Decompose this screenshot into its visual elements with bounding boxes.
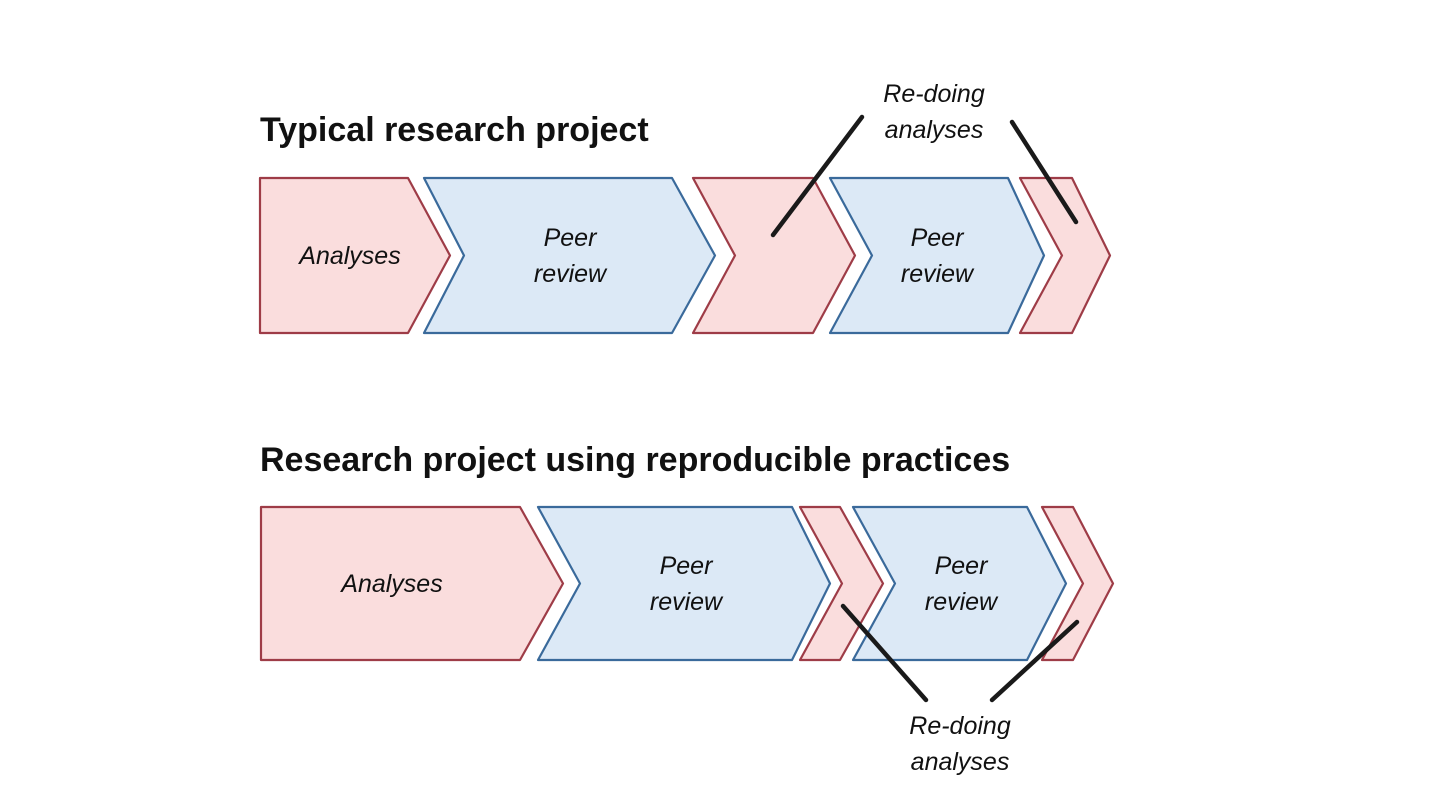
top-peer-review-1-chevron [422, 176, 717, 335]
top-peer-review-1-label: Peer review [534, 220, 606, 292]
bottom-peer-review-1-chevron [536, 505, 832, 662]
top-peer-review-2-chevron [828, 176, 1046, 335]
top-section-title: Typical research project [260, 111, 649, 149]
bottom-redo-analyses-1-chevron [798, 505, 885, 662]
bottom-annotation-line-left [840, 603, 929, 703]
bottom-redo-analyses-2-chevron [1040, 505, 1115, 662]
bottom-annotation-label: Re-doing analyses [909, 708, 1010, 780]
bottom-peer-review-2-chevron [851, 505, 1068, 662]
bottom-analyses-chevron [259, 505, 565, 662]
bottom-peer-review-1-label: Peer review [650, 548, 722, 620]
bottom-peer-review-1-label-line1: Peer [659, 552, 713, 580]
top-annotation-label: Re-doing analyses [883, 76, 984, 148]
bottom-analyses-label: Analyses [341, 570, 443, 598]
bottom-peer-review-2-label-line1: Peer [934, 552, 988, 580]
bottom-annotation-line-right [989, 619, 1080, 703]
top-peer-review-1-label-line1: Peer [543, 224, 597, 252]
top-peer-review-2-label-line1: Peer [910, 224, 964, 252]
top-analyses-chevron [258, 176, 452, 335]
top-peer-review-1-label-line2: review [533, 260, 607, 288]
top-peer-review-2-label: Peer review [901, 220, 973, 292]
top-annotation-line-left [770, 114, 865, 238]
bottom-section-title: Research project using reproducible prac… [260, 441, 1011, 479]
bottom-peer-review-2-label-line2: review [924, 588, 998, 616]
top-redo-analyses-1-chevron [691, 176, 857, 335]
bottom-peer-review-1-label-line2: review [649, 588, 723, 616]
top-peer-review-2-label-line2: review [900, 260, 974, 288]
top-annotation-label-line1: Re-doing [883, 80, 985, 108]
top-redo-analyses-2-chevron [1018, 176, 1112, 335]
bottom-peer-review-2-label: Peer review [925, 548, 997, 620]
top-annotation-label-line2: analyses [884, 116, 984, 144]
bottom-annotation-label-line2: analyses [910, 748, 1010, 776]
top-annotation-line-right [1009, 119, 1079, 225]
bottom-annotation-label-line1: Re-doing [909, 712, 1011, 740]
top-analyses-label: Analyses [299, 242, 401, 270]
